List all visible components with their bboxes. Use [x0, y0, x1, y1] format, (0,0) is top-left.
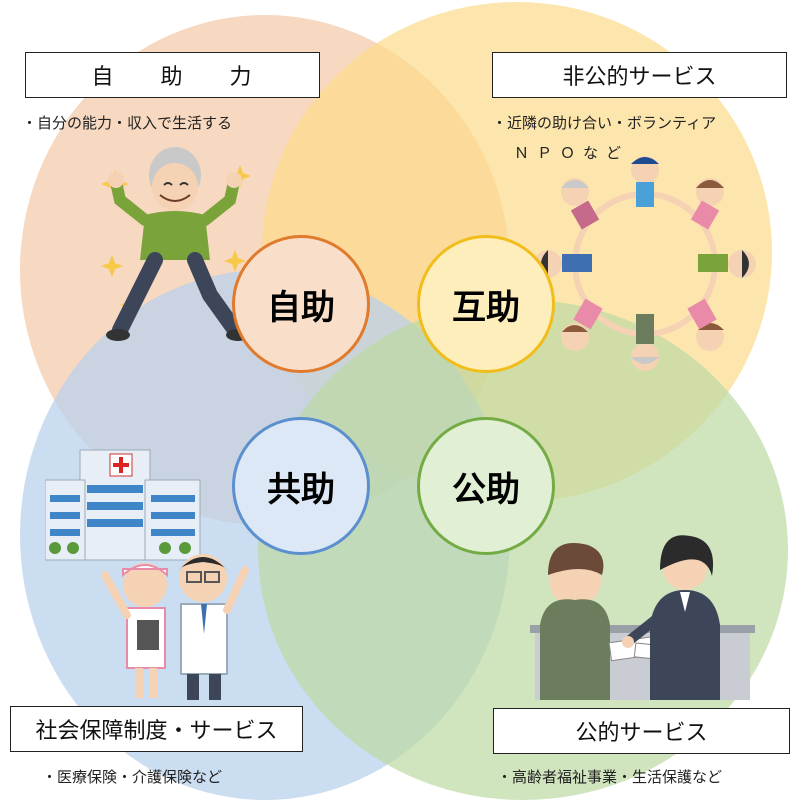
social-security-description: ・医療保険・介護保険など [42, 768, 223, 786]
kojo-circle: 公助 [417, 417, 555, 555]
hospital-staff-illustration [45, 449, 249, 700]
kyojo-circle: 共助 [232, 417, 370, 555]
self-help-description: ・自分の能力・収入で生活する [22, 114, 233, 132]
informal-services-label-box: 非公的サービス [492, 52, 787, 98]
public-services-label-box: 公的サービス [493, 708, 790, 754]
informal-services-description-line2: ＮＰＯなど [514, 144, 630, 162]
social-security-label-box: 社会保障制度・サービス [10, 706, 303, 752]
elderly-man-jumping-illustration [101, 147, 251, 341]
informal-services-description-line1: ・近隣の助け合い・ボランティア [492, 114, 717, 132]
public-services-description: ・高齢者福祉事業・生活保護など [497, 768, 723, 786]
self-help-label-box: 自 助 力 [25, 52, 320, 98]
people-holding-hands-circle-illustration [534, 156, 756, 371]
consultation-illustration [530, 535, 755, 700]
gojo-circle: 互助 [417, 235, 555, 373]
jijo-circle: 自助 [232, 235, 370, 373]
